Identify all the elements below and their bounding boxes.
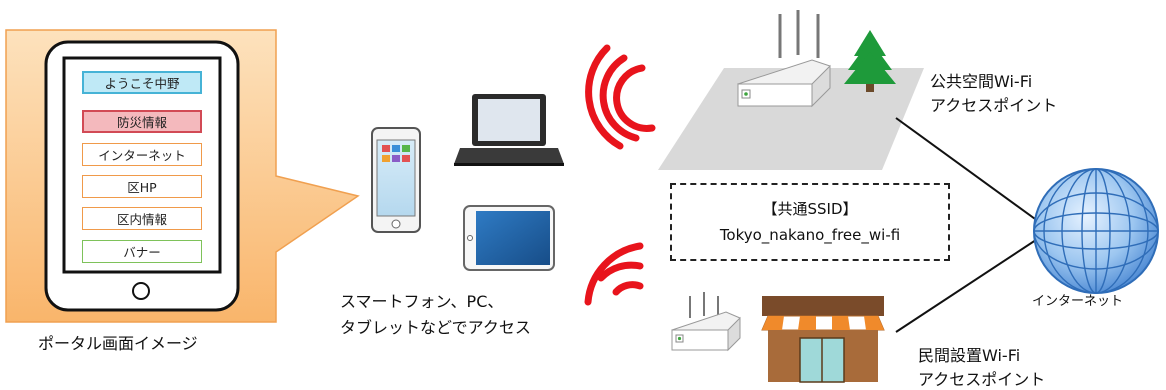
devices-caption-line2: タブレットなどでアクセス bbox=[340, 318, 531, 337]
wifi-signal-lower-icon bbox=[584, 242, 644, 306]
public-ap-label-line1: 公共空間Wi-Fi bbox=[930, 72, 1033, 91]
menu-item-ward-hp[interactable]: 区HP bbox=[82, 175, 202, 198]
internet-globe-icon bbox=[1033, 168, 1159, 294]
public-ap-label-line2: アクセスポイント bbox=[930, 96, 1058, 115]
menu-item-internet[interactable]: インターネット bbox=[82, 143, 202, 166]
laptop-icon bbox=[454, 94, 564, 166]
internet-label: インターネット bbox=[1032, 294, 1124, 309]
menu-item-disaster-info[interactable]: 防災情報 bbox=[82, 110, 202, 133]
public-access-point-icon bbox=[737, 10, 831, 108]
menu-item-welcome[interactable]: ようこそ中野 bbox=[82, 71, 202, 94]
shop-icon bbox=[761, 296, 885, 383]
ssid-box: 【共通SSID】 Tokyo_nakano_free_wi-fi bbox=[670, 183, 950, 261]
tree-icon bbox=[844, 30, 896, 92]
wifi-signal-upper-icon bbox=[585, 44, 656, 150]
menu-item-banner[interactable]: バナー bbox=[82, 240, 202, 263]
public-area-ground bbox=[658, 68, 924, 170]
tablet-icon bbox=[463, 205, 555, 271]
portal-caption: ポータル画面イメージ bbox=[38, 334, 198, 353]
devices-caption-line1: スマートフォン、PC、 bbox=[340, 292, 504, 311]
smartphone-icon bbox=[371, 127, 421, 233]
connection-lines bbox=[895, 117, 1043, 333]
private-ap-label-line1: 民間設置Wi-Fi bbox=[918, 346, 1021, 365]
private-ap-label-line2: アクセスポイント bbox=[918, 370, 1046, 389]
ssid-name: Tokyo_nakano_free_wi-fi bbox=[719, 226, 901, 244]
ssid-title: 【共通SSID】 bbox=[762, 200, 858, 218]
private-access-point-icon bbox=[671, 292, 741, 352]
menu-item-ward-info[interactable]: 区内情報 bbox=[82, 207, 202, 230]
